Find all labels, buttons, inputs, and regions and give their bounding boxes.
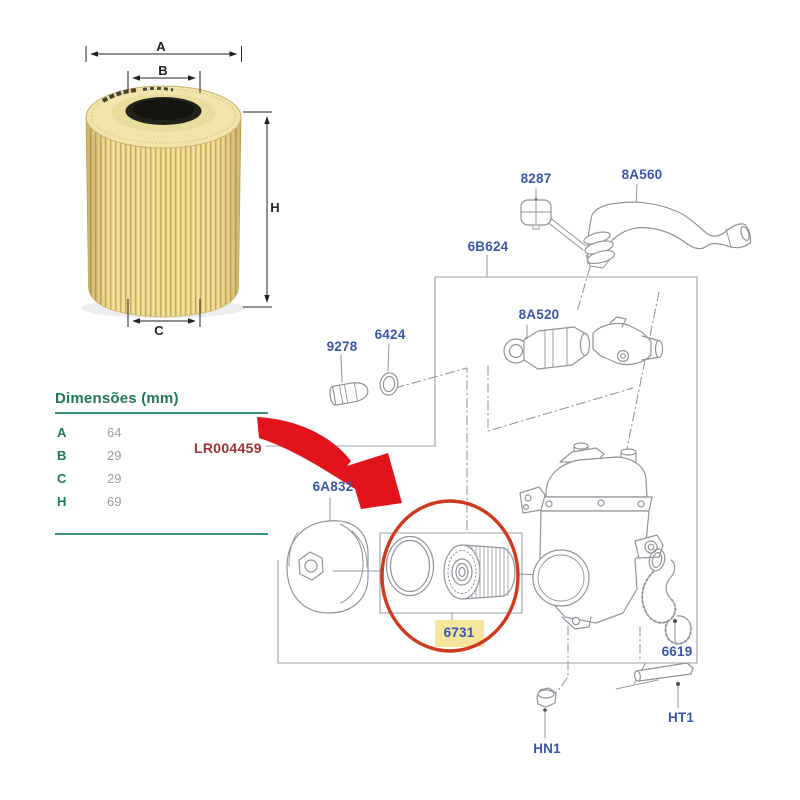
dim-arrow-h [243, 111, 272, 308]
diagram-boundary [265, 276, 698, 664]
part-6731-filter [332, 535, 576, 600]
part-label-6a832: 6A832 [312, 479, 354, 494]
table-rule-top [55, 412, 268, 414]
part-housing-assembly [519, 442, 664, 630]
dimension-value: 69 [107, 494, 122, 509]
dim-arrow-a [85, 46, 242, 62]
dimension-value: 29 [107, 448, 122, 463]
dimension-label-c: C [154, 323, 164, 338]
part-8287-clip [520, 199, 552, 230]
part-label-6424: 6424 [374, 327, 406, 342]
dim-arrow-b [127, 71, 201, 93]
dimension-value: 29 [107, 471, 122, 486]
part-9278-sensor [329, 382, 369, 406]
part-label-6731: 6731 [443, 625, 475, 640]
part-6619-gasket [641, 548, 693, 645]
dimension-key: H [57, 494, 67, 509]
red-arrow [257, 417, 402, 509]
filter-kit-box [379, 532, 523, 614]
part-label-6619: 6619 [661, 644, 693, 659]
part-label-ht1: HT1 [667, 710, 695, 725]
part-ht1-stud [634, 662, 694, 682]
dimension-arrows [85, 46, 272, 327]
table-row-a: A 64 [55, 425, 215, 441]
table-row-h: H 69 [55, 494, 215, 510]
dim-arrow-c [127, 299, 201, 327]
leader-lines [329, 183, 679, 739]
part-reference-number: LR004459 [194, 440, 262, 456]
highlight-6731 [435, 620, 484, 647]
exploded-diagram [265, 183, 752, 739]
part-label-8287: 8287 [520, 171, 552, 186]
part-6424-oring [379, 372, 399, 396]
dimension-label-a: A [156, 39, 166, 54]
part-8a560-hose [583, 201, 752, 269]
dimension-key: A [57, 425, 67, 440]
part-hn1-nut [536, 687, 557, 708]
filter-print-marks [101, 86, 174, 103]
part-6a832-cap [286, 520, 369, 614]
dimension-value: 64 [107, 425, 122, 440]
part-8a520-connector [503, 316, 664, 370]
table-row-b: B 29 [55, 448, 215, 464]
dimension-key: C [57, 471, 67, 486]
table-title: Dimensões (mm) [55, 390, 179, 407]
filter-photo [81, 85, 245, 318]
part-label-6b624: 6B624 [467, 239, 509, 254]
dimension-key: B [57, 448, 67, 463]
phantom-lines [394, 266, 660, 694]
part-label-8a520: 8A520 [518, 307, 560, 322]
part-label-hn1: HN1 [533, 741, 561, 756]
part-label-9278: 9278 [326, 339, 358, 354]
table-row-c: C 29 [55, 471, 215, 487]
dimension-label-b: B [158, 63, 168, 78]
highlight-circle [380, 499, 520, 653]
table-rule-bottom [55, 533, 268, 535]
dimension-label-h: H [270, 200, 280, 215]
part-label-8a560: 8A560 [621, 167, 663, 182]
